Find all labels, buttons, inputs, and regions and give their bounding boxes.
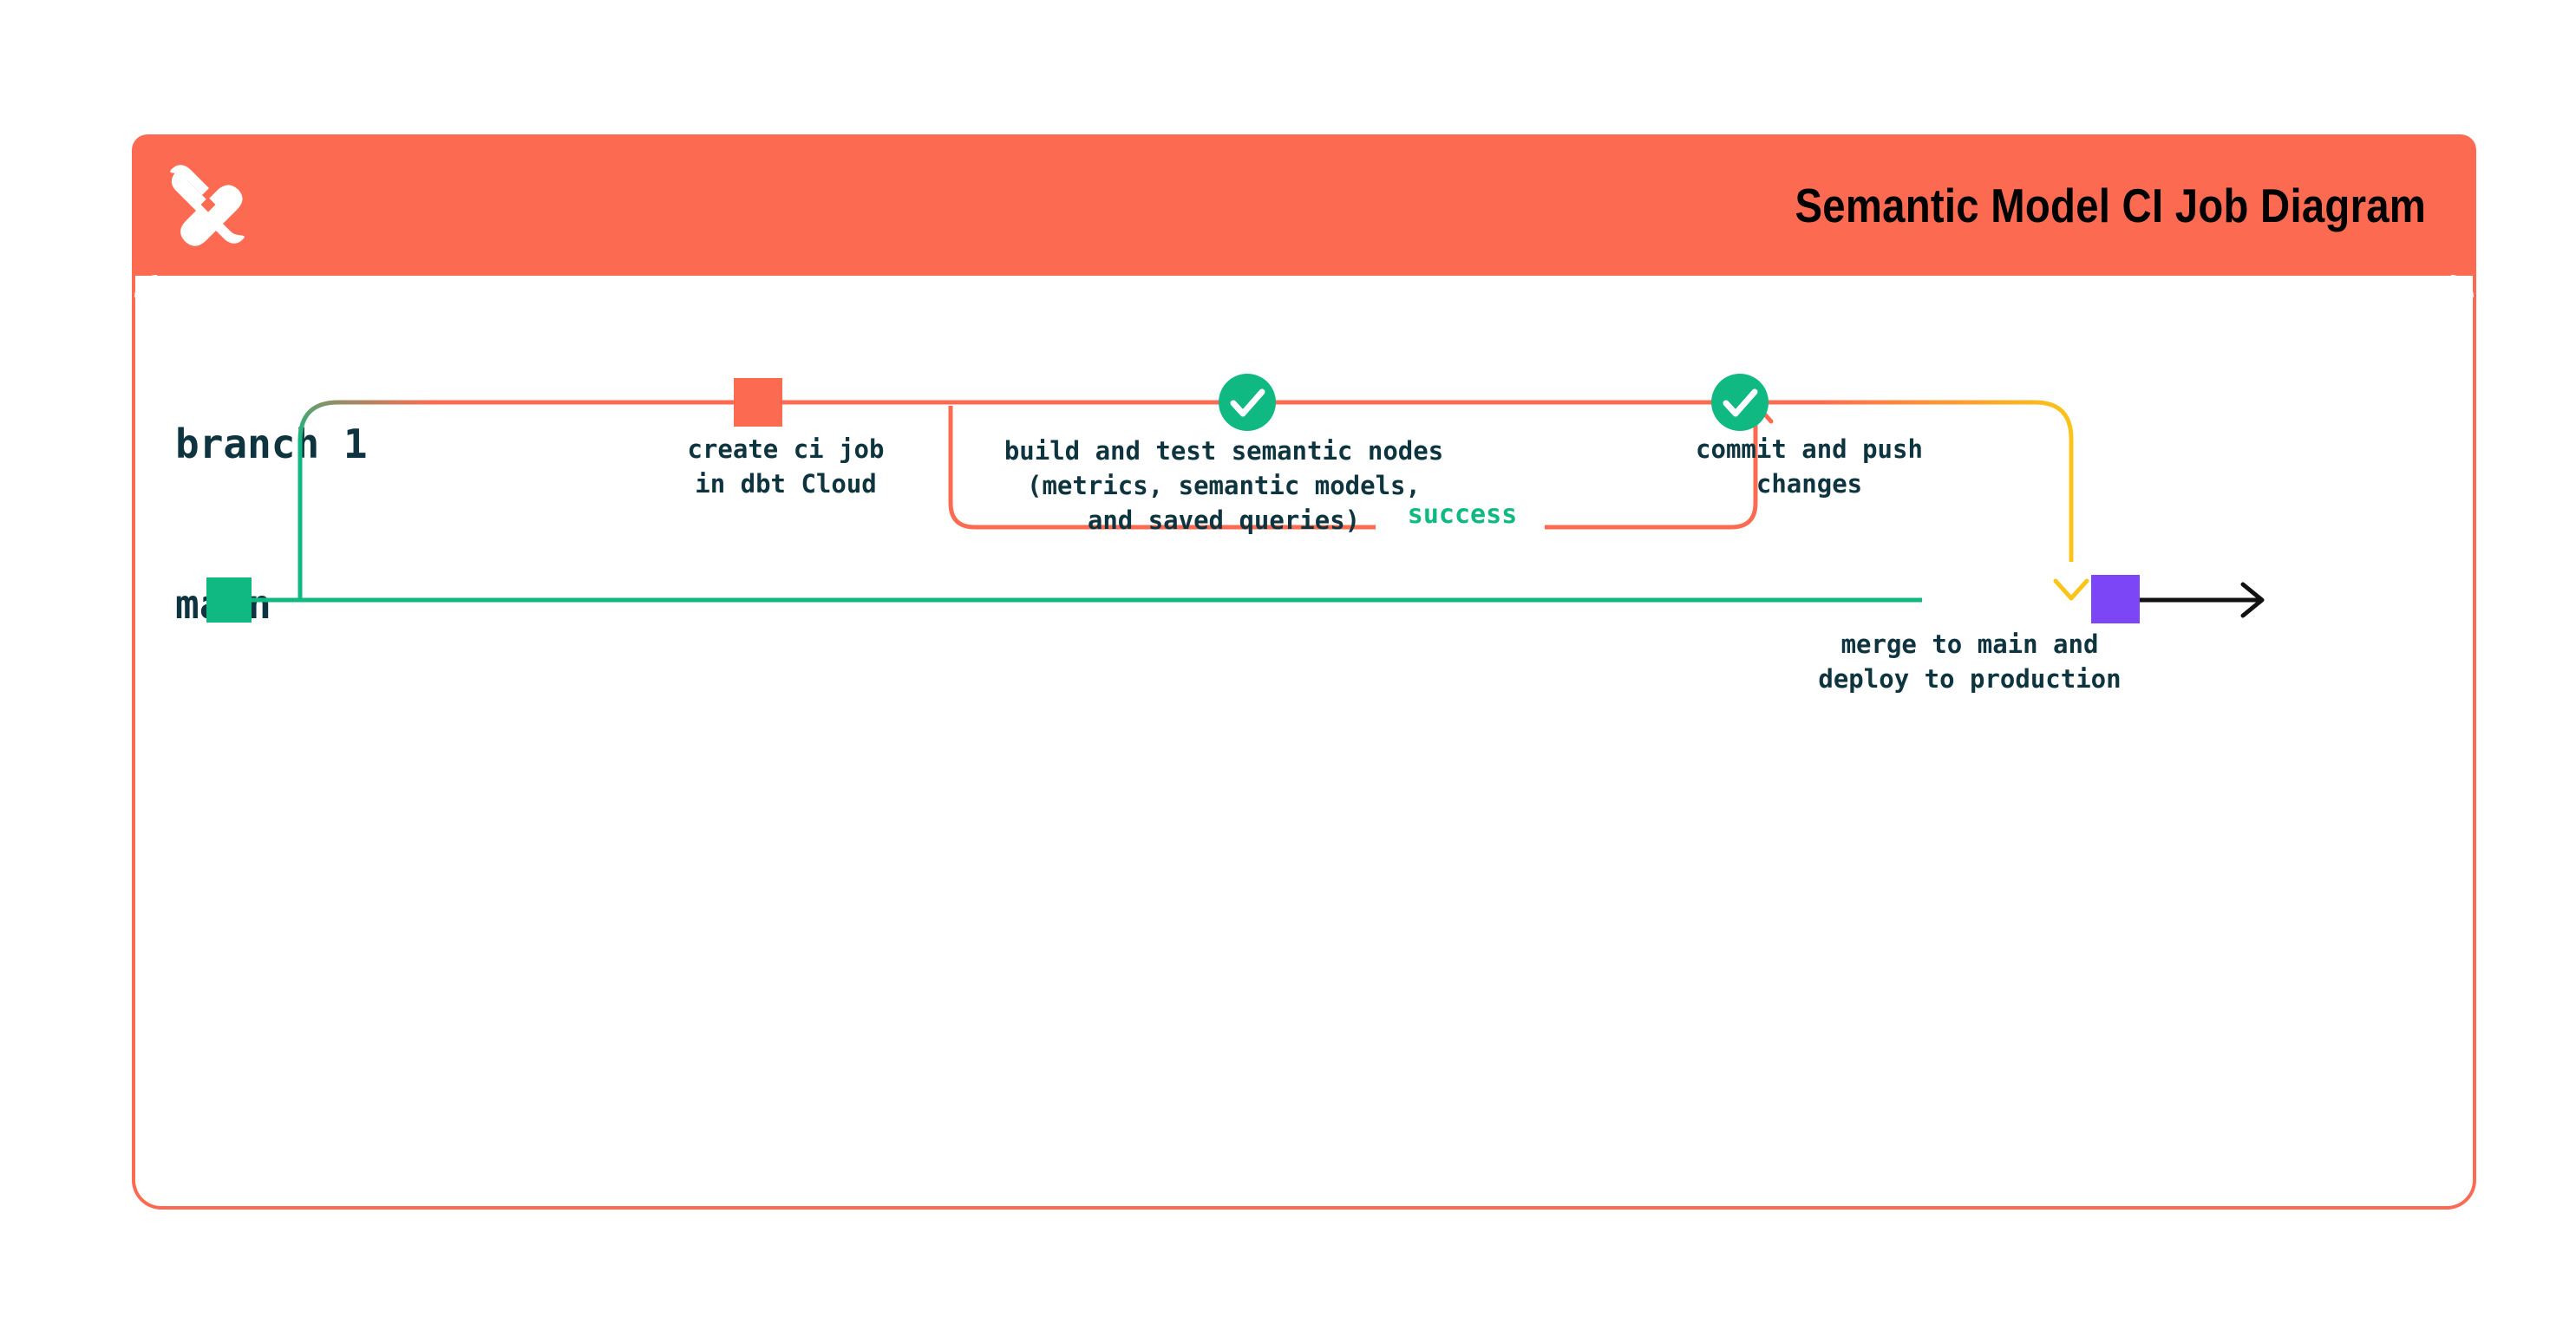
node-caption-merge-to-main: merge to main and deploy to production [1818, 629, 2122, 695]
node-caption-build-and-test: build and test semantic nodes (metrics, … [1004, 436, 1444, 536]
build-and-test-status-icon [1219, 374, 1276, 431]
merge-arrowhead [2053, 578, 2089, 601]
success-loop-right [1545, 406, 1758, 530]
edge-label-success: success [1384, 499, 1540, 530]
diagram-header-bar: Semantic Model CI Job Diagram [132, 134, 2476, 276]
dbt-logo-icon [167, 162, 250, 247]
page-title: Semantic Model CI Job Diagram [1795, 179, 2426, 232]
merge-down-path [1818, 400, 2074, 562]
node-caption-create-ci-job: create ci job in dbt Cloud [687, 434, 885, 499]
diagram-body-panel: branch 1 main [132, 275, 2476, 1210]
create-ci-job-commit-marker [734, 378, 782, 427]
success-loop-left [948, 406, 1376, 530]
diagram-card: Semantic Model CI Job Diagram branch 1 m… [132, 134, 2476, 1210]
commit-and-push-status-icon [1711, 374, 1769, 431]
main-start-commit-marker [206, 577, 252, 623]
node-caption-commit-and-push: commit and push changes [1696, 434, 1923, 499]
lane-label-branch: branch 1 [175, 421, 368, 467]
branch-create-path [297, 400, 543, 600]
git-flow-graph [206, 374, 2265, 623]
production-arrowhead [2240, 582, 2265, 618]
merge-commit-marker [2091, 575, 2140, 623]
